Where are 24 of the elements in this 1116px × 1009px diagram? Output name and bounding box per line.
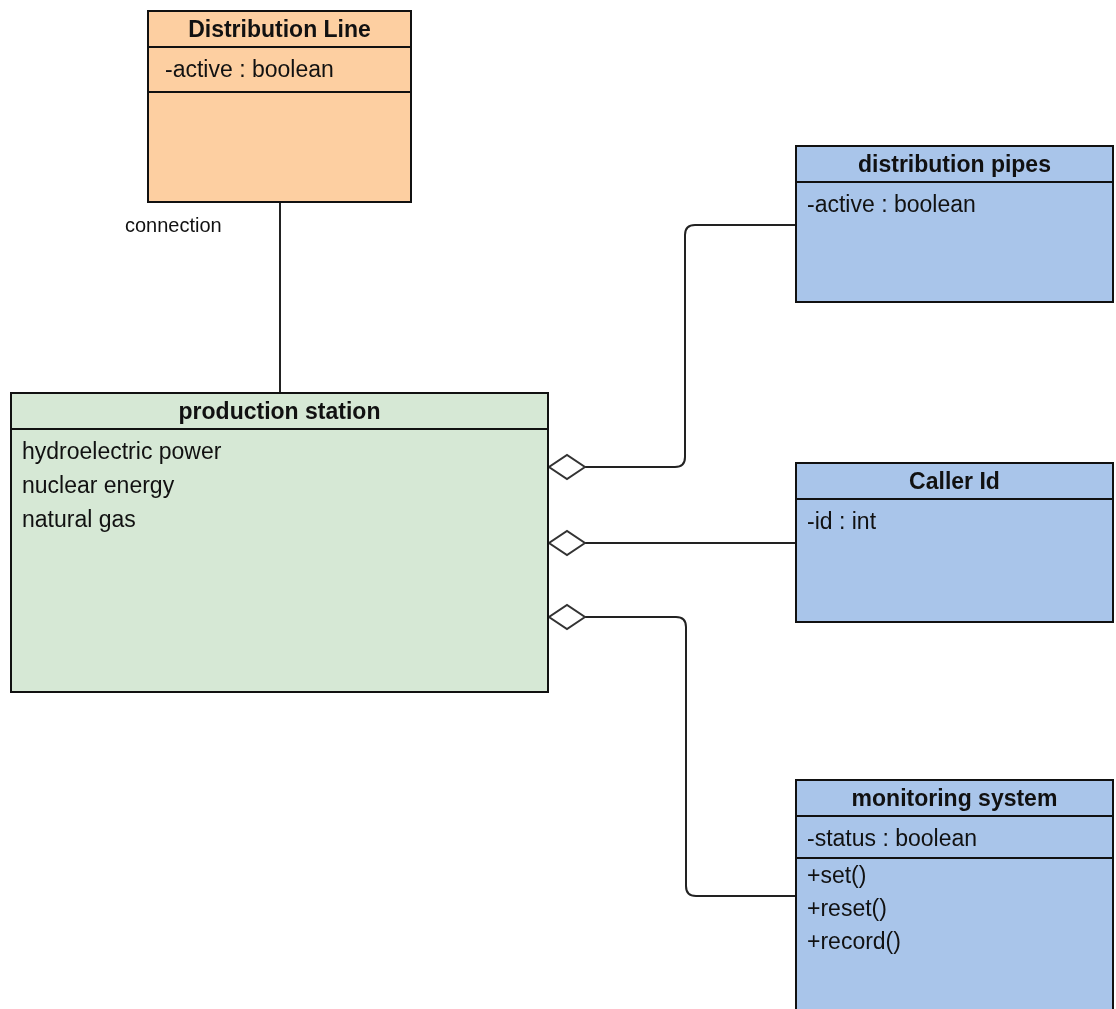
class-box — [795, 462, 1114, 623]
attribute-text: -active : boolean — [807, 190, 976, 219]
class-box — [795, 145, 1114, 303]
class-box — [795, 779, 1114, 1009]
attribute-text: nuclear energy — [22, 471, 175, 500]
attribute-text: -active : boolean — [165, 55, 334, 84]
association-line — [279, 202, 281, 393]
attribute-text: hydroelectric power — [22, 437, 222, 466]
aggregation-connector — [548, 224, 796, 480]
attribute-text: -status : boolean — [807, 824, 978, 853]
class-name: Caller Id — [909, 467, 1000, 496]
attribute-text: natural gas — [22, 505, 136, 534]
method-text: +record() — [807, 927, 901, 956]
class-name: production station — [178, 397, 381, 426]
class-name: Distribution Line — [188, 15, 371, 44]
class-name: distribution pipes — [858, 150, 1051, 179]
class-box — [147, 10, 412, 203]
method-text: +set() — [807, 861, 867, 890]
class-name: monitoring system — [851, 784, 1058, 813]
aggregation-connector — [548, 530, 796, 556]
attribute-text: -id : int — [807, 507, 877, 536]
class-box — [10, 392, 549, 693]
method-text: +reset() — [807, 894, 887, 923]
aggregation-connector — [548, 604, 796, 897]
